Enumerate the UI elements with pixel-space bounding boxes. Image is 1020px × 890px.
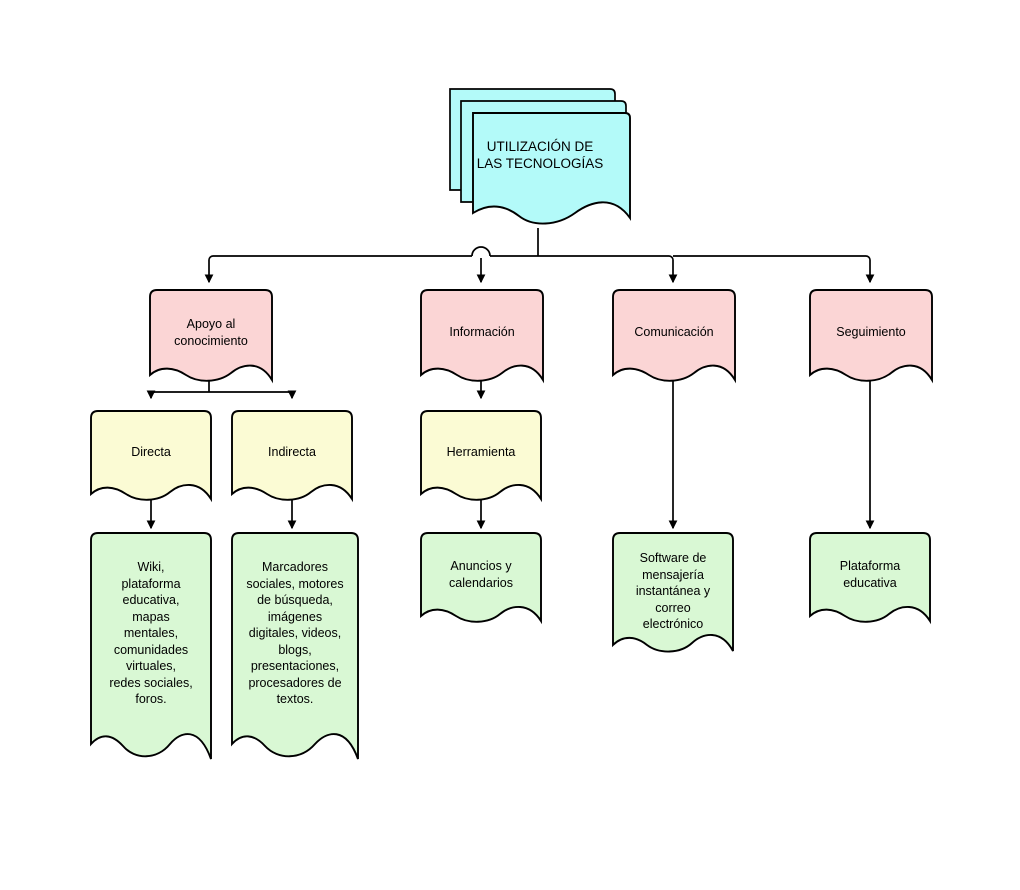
node-indirecta[interactable]: Indirecta <box>230 409 354 503</box>
node-apoyo-al-conocimiento[interactable]: Apoyo al conocimiento <box>148 288 274 384</box>
edge-apoyo-indirecta <box>209 390 297 400</box>
seguimiento-document-shape <box>809 289 933 384</box>
node-software-mensajeria[interactable]: Software de mensajería instantánea y cor… <box>611 531 735 655</box>
edge-apoyo-directa <box>146 390 209 400</box>
edge-line-jump <box>471 246 491 257</box>
node-marcadores-list[interactable]: Marcadores sociales, motores de búsqueda… <box>230 531 360 763</box>
node-wiki-list[interactable]: Wiki, plataforma educativa, mapas mental… <box>89 531 213 763</box>
informacion-document-shape <box>420 289 544 384</box>
node-root[interactable]: UTILIZACIÓN DE LAS TECNOLOGÍAS <box>447 86 633 230</box>
node-informacion[interactable]: Información <box>419 288 545 384</box>
node-plataforma-educativa[interactable]: Plataforma educativa <box>808 531 932 625</box>
node-directa[interactable]: Directa <box>89 409 213 503</box>
root-document-shape <box>472 112 631 225</box>
herramienta-document-shape <box>420 410 542 503</box>
software-document-shape <box>612 532 734 653</box>
plataforma-document-shape <box>809 532 931 625</box>
node-anuncios-calendarios[interactable]: Anuncios y calendarios <box>419 531 543 625</box>
node-seguimiento[interactable]: Seguimiento <box>808 288 934 384</box>
comunicacion-document-shape <box>612 289 736 384</box>
node-comunicacion[interactable]: Comunicación <box>611 288 737 384</box>
wiki-document-shape <box>90 532 212 760</box>
edge-root-seguimiento <box>673 255 875 284</box>
marcadores-document-shape <box>231 532 359 760</box>
node-herramienta[interactable]: Herramienta <box>419 409 543 503</box>
apoyo-document-shape <box>149 289 273 384</box>
anuncios-document-shape <box>420 532 542 625</box>
edge-root-comunicacion <box>538 255 678 284</box>
edge-root-apoyo <box>204 255 472 284</box>
directa-document-shape <box>90 410 212 503</box>
indirecta-document-shape <box>231 410 353 503</box>
